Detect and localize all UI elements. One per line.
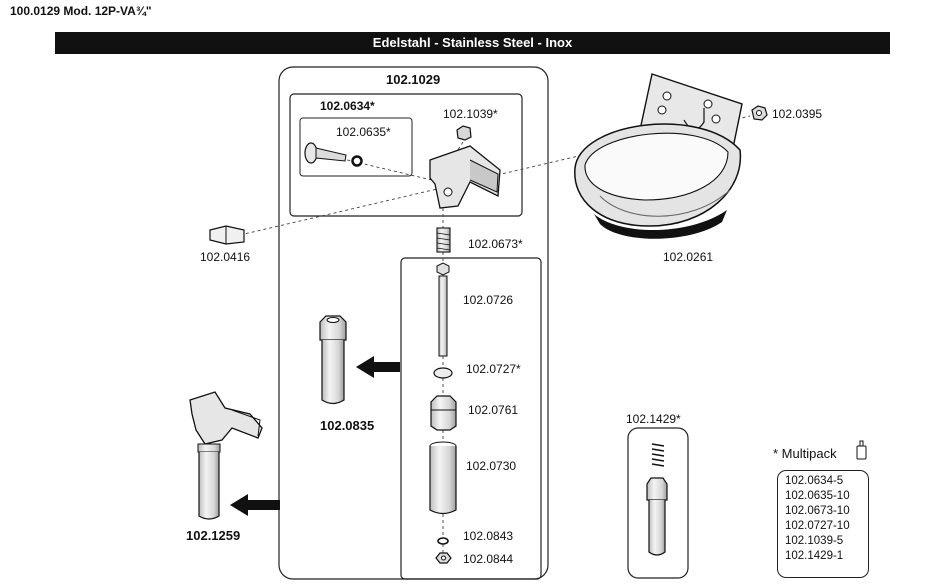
screw-drawing	[304, 142, 363, 167]
label-pin: 102.0726	[463, 293, 514, 307]
label-nut-top: 102.1039*	[443, 107, 498, 121]
bowl-drawing	[574, 73, 743, 239]
multipack-item: 102.1039-5	[785, 535, 844, 547]
o-ring-drawing	[437, 537, 449, 545]
full-assembly-drawing	[189, 391, 263, 520]
multipack-item: 102.0673-10	[785, 505, 850, 517]
label-sub-assembly: 102.0634*	[320, 99, 375, 113]
label-small-nut: 102.0844	[463, 552, 514, 566]
label-bolt: 102.0416	[200, 250, 251, 264]
arrow-left-icon	[230, 494, 280, 516]
bolt-drawing	[209, 225, 245, 245]
spring-kit-frame	[627, 427, 689, 579]
multipack-list: 102.0634-5 102.0635-10 102.0673-10 102.0…	[777, 470, 869, 578]
spring-kit-drawing	[646, 443, 668, 556]
washer-drawing	[433, 367, 453, 379]
label-bowl: 102.0261	[663, 250, 714, 264]
label-screw: 102.0635*	[336, 125, 391, 139]
pin-drawing	[436, 262, 450, 357]
valve-parts-frame	[400, 257, 542, 580]
material-banner: Edelstahl - Stainless Steel - Inox	[55, 32, 890, 54]
document-title: 100.0129 Mod. 12P-VA¾"	[10, 4, 152, 18]
valve-nut-drawing	[430, 395, 457, 431]
label-spring: 102.0673*	[468, 237, 523, 251]
arrow-left-icon	[356, 356, 400, 378]
small-nut-drawing	[435, 552, 452, 564]
sub-assembly-frame	[289, 93, 523, 217]
bottle-icon	[856, 440, 867, 460]
multipack-item: 102.0634-5	[785, 475, 844, 487]
multipack-item: 102.0635-10	[785, 490, 850, 502]
bowl-nut-drawing	[751, 105, 768, 121]
valve-body-drawing	[429, 125, 501, 209]
label-bowl-nut: 102.0395	[772, 107, 823, 121]
label-sleeve: 102.0730	[466, 459, 517, 473]
multipack-item: 102.1429-1	[785, 550, 844, 562]
label-spring-kit: 102.1429*	[626, 412, 681, 426]
label-washer: 102.0727*	[466, 362, 521, 376]
screw-frame	[299, 117, 413, 177]
tube-assembly-drawing	[319, 315, 347, 405]
label-o-ring: 102.0843	[463, 529, 514, 543]
assembly-frame	[278, 66, 549, 580]
spring-drawing	[436, 227, 451, 253]
label-valve-nut: 102.0761	[468, 403, 519, 417]
multipack-item: 102.0727-10	[785, 520, 850, 532]
label-assembly: 102.1029	[386, 72, 441, 87]
multipack-title: * Multipack	[773, 446, 837, 461]
label-tube-assembly: 102.0835	[320, 418, 375, 433]
sleeve-drawing	[429, 441, 457, 515]
label-full-assembly: 102.1259	[186, 528, 241, 543]
